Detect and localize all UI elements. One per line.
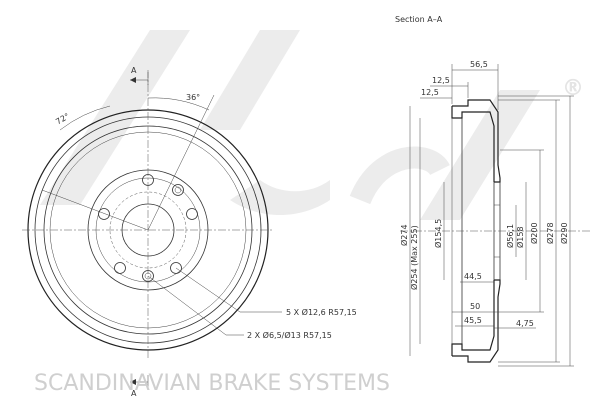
registered-mark: ® <box>562 76 584 101</box>
section-title: Section A–A <box>395 15 443 24</box>
dim-45-5: 45,5 <box>464 316 482 325</box>
section-view: Section A–A 56,5 12,5 12,5 Ø274 Ø254 (Ma… <box>395 15 590 367</box>
front-view: A A 36° 72° 5 X Ø12,6 R57,15 2 X Ø6,5/Ø1… <box>22 66 357 398</box>
angle-label-36: 36° <box>186 93 200 102</box>
dim-274: Ø274 <box>399 224 409 246</box>
angle-label-72: 72° <box>54 112 71 127</box>
dim-158: Ø158 <box>515 226 525 248</box>
stud-hole <box>170 262 182 274</box>
dim-12-5-a: 12,5 <box>432 76 450 85</box>
stud-hole <box>114 262 126 274</box>
dim-50: 50 <box>470 302 480 311</box>
footer-brand-text: SCANDINAVIAN BRAKE SYSTEMS <box>34 371 390 396</box>
dim-12-5-b: 12,5 <box>421 88 439 97</box>
section-arrow <box>130 77 136 83</box>
dim-154-5: Ø154,5 <box>433 219 443 248</box>
dim-44-5: 44,5 <box>464 272 482 281</box>
drum-profile-lower <box>452 279 501 363</box>
dim-56-1: Ø56,1 <box>505 224 515 248</box>
set-screw-hole <box>172 184 184 196</box>
dim-4-75: 4,75 <box>516 319 534 328</box>
dim-278: Ø278 <box>545 222 555 244</box>
hole-callout-screw: 2 X Ø6,5/Ø13 R57,15 <box>247 330 332 340</box>
hole-callout-stud: 5 X Ø12,6 R57,15 <box>286 307 357 317</box>
drum-profile-upper <box>452 99 501 183</box>
stud-hole <box>186 208 198 220</box>
dim-200: Ø200 <box>529 222 539 244</box>
sbs-watermark-logo: ® <box>40 30 584 220</box>
stud-hole <box>98 208 110 220</box>
dim-254: Ø254 (Max 255) <box>409 225 419 290</box>
section-marker-bottom: A <box>131 389 137 398</box>
dim-56-5: 56,5 <box>470 60 488 69</box>
dim-290: Ø290 <box>559 222 569 244</box>
section-marker-top: A <box>131 66 137 75</box>
